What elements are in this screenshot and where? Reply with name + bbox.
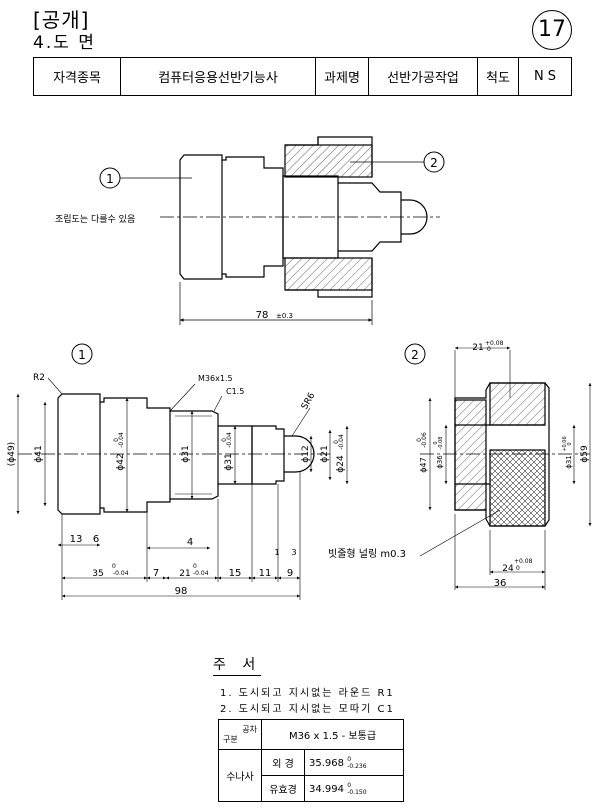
- part1-l7: 7: [153, 568, 159, 579]
- tol-outer-label: 외 경: [261, 749, 305, 776]
- tol-eff-lower: -0.150: [347, 788, 367, 796]
- part1-l35-zero: 0: [112, 563, 116, 570]
- part1-l35: 35: [92, 569, 103, 579]
- part1-d42-tol: -0.04: [118, 432, 125, 448]
- part1-dims: [16, 343, 349, 600]
- assembly-note: 조립도는 다를수 있음: [55, 213, 135, 225]
- part2-d31-tol: +0.06: [562, 436, 568, 451]
- qual-value: 컴퓨터응용선반기능사: [120, 57, 316, 96]
- part1-c15: C1.5: [226, 387, 244, 396]
- part2-d36: ϕ36: [436, 455, 444, 469]
- part1-l4: 4: [187, 537, 193, 548]
- part2-d59: ϕ59: [580, 445, 590, 463]
- part1-d31b: ϕ31: [224, 453, 234, 470]
- part1-r2: R2: [33, 373, 45, 383]
- sheet-number-badge: 17: [532, 10, 572, 50]
- assembly-view: [99, 136, 445, 325]
- notes-title: 주 서: [213, 654, 262, 676]
- tol-outer-upper: 0: [347, 755, 352, 763]
- tol-corner: 공차 구분: [218, 719, 262, 750]
- part2-l36: 36: [494, 578, 507, 589]
- part2-knurl-note: 빗줄형 널링 m0.3: [328, 548, 406, 560]
- part1-callout: 1: [78, 348, 86, 362]
- part1-d24-zero: 0: [333, 440, 340, 444]
- tol-outer-lower: -0.236: [347, 762, 367, 770]
- section-title: 4.도 면: [33, 33, 96, 53]
- tol-outer-value: 35.968: [309, 757, 344, 769]
- part2-l21-tol: +0.08: [485, 340, 504, 347]
- tol-eff-label: 유효경: [261, 775, 305, 802]
- category-label: [공개]: [33, 8, 90, 32]
- part1-d24-tol: -0.04: [338, 434, 345, 450]
- part2-l24: 24: [502, 564, 514, 574]
- part2-l24-tol: +0.08: [514, 558, 533, 565]
- qual-label: 자격종목: [33, 57, 121, 96]
- part1-d41: ϕ41: [34, 445, 44, 462]
- part2-d31-zero: 0: [567, 442, 573, 445]
- part1-d31: ϕ31: [181, 445, 191, 462]
- part2-d47-tol: -0.06: [421, 432, 428, 448]
- note-2: 2. 도시되고 지시없는 모따기 C1: [220, 704, 395, 715]
- tolerance-table: 공차 구분 M36 x 1.5 - 보통급 수나사 외 경 35.968 0 -…: [218, 719, 404, 802]
- part2-d36-zero: 0: [433, 441, 439, 444]
- part1-l11: 11: [259, 568, 272, 579]
- part1-d12: ϕ12: [301, 445, 311, 462]
- part1-l1: 1: [274, 548, 279, 557]
- part1-l6: 6: [93, 534, 99, 545]
- assembly-length: 78: [256, 310, 269, 321]
- part1-l98: 98: [175, 586, 188, 597]
- part2-callout: 2: [411, 348, 419, 362]
- task-value: 선반가공작업: [368, 57, 478, 96]
- part2-view: [404, 343, 592, 590]
- part2-d47-zero: 0: [416, 438, 423, 442]
- part1-d42: ϕ42: [116, 453, 126, 470]
- assembly-part1-callout: 1: [106, 172, 114, 186]
- part1-l13: 13: [70, 534, 83, 545]
- tol-outer-cell: 35.968 0 -0.236: [304, 749, 404, 776]
- scale-value: N S: [518, 57, 572, 96]
- part1-d21: ϕ21: [320, 445, 330, 462]
- part1-l21-zero: 0: [193, 563, 197, 570]
- part1-l21: 21: [179, 569, 190, 579]
- tol-spec: M36 x 1.5 - 보통급: [261, 719, 404, 750]
- part2-l21-zero: 0: [487, 346, 491, 353]
- tol-group: 수나사: [218, 749, 262, 802]
- part1-d49: (ϕ49): [7, 442, 17, 466]
- tol-eff-cell: 34.994 0 -0.150: [304, 775, 404, 802]
- part1-d42-zero: 0: [113, 438, 120, 442]
- part2-l21: 21: [472, 343, 483, 353]
- tol-eff-value: 34.994: [309, 783, 344, 795]
- note-1: 1. 도시되고 지시없는 라운드 R1: [220, 688, 395, 699]
- part2-d36-tol: -0.08: [438, 437, 444, 450]
- part2-d47: ϕ47: [419, 457, 428, 472]
- tol-eff-upper: 0: [347, 781, 352, 789]
- part1-l15: 15: [229, 568, 242, 579]
- part2-l24-zero: 0: [516, 565, 520, 572]
- task-label: 과제명: [315, 57, 369, 96]
- assembly-length-tol: ±0.3: [276, 312, 293, 320]
- part1-sr6: SR6: [300, 391, 318, 412]
- part1-l9: 9: [287, 568, 293, 579]
- part1-d24: ϕ24: [336, 455, 346, 473]
- part1-thread: M36x1.5: [198, 374, 233, 383]
- assembly-part2-callout: 2: [430, 156, 438, 170]
- part1-l3: 3: [291, 548, 296, 557]
- part2-d31: ϕ31: [565, 455, 573, 469]
- part1-d31b-zero: 0: [221, 438, 228, 442]
- part1-d31b-tol: -0.04: [226, 432, 233, 448]
- part1-view: [18, 393, 330, 515]
- title-block: 자격종목 컴퓨터응용선반기능사 과제명 선반가공작업 척도 N S: [33, 57, 572, 96]
- part1-l35-tol: -0.04: [113, 570, 129, 577]
- part1-l21-tol: -0.04: [193, 570, 209, 577]
